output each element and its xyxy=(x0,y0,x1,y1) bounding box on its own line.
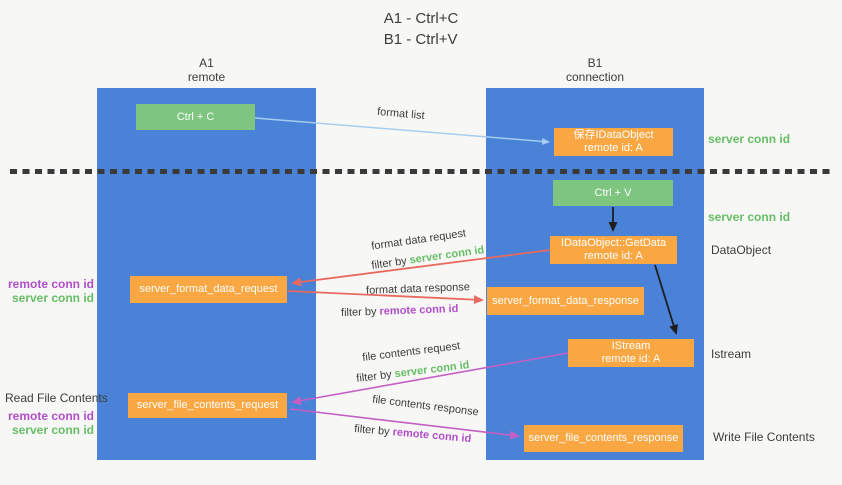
remote-conn-id-text: remote conn id xyxy=(392,426,472,446)
server-format-data-response-box: server_format_data_response xyxy=(487,287,644,315)
column-a1-role: remote xyxy=(187,70,226,84)
write-file-contents-label: Write File Contents xyxy=(713,430,815,444)
server-conn-id-text: server conn id xyxy=(408,244,486,267)
filter-by-remote-conn-id-label-1: filter by remote conn id xyxy=(341,303,459,319)
save-idataobject-line1: 保存IDataObject xyxy=(573,129,654,141)
ctrl-c-label: Ctrl + C xyxy=(176,110,215,123)
column-b1-name: B1 xyxy=(587,56,603,70)
save-idataobject-line2: remote id: A xyxy=(584,142,643,154)
getdata-line1: IDataObject::GetData xyxy=(560,237,667,249)
format-conn-id-pair: remote conn id server conn id xyxy=(0,277,94,305)
ctrl-v-label: Ctrl + V xyxy=(594,186,632,199)
server-file-contents-response-label: server_file_contents_response xyxy=(528,432,679,444)
format-data-response-label: format data response xyxy=(365,281,471,297)
server-file-contents-request-box: server_file_contents_request xyxy=(128,393,287,418)
file-conn-id-pair: remote conn id server conn id xyxy=(0,409,94,437)
filter-by-server-conn-id-label-2: filter by server conn id xyxy=(356,359,470,385)
phase-divider-dotted-line xyxy=(10,169,832,174)
filter-by-text: filter by xyxy=(353,422,391,438)
filter-by-text: filter by xyxy=(370,255,408,272)
filter-by-text: filter by xyxy=(340,305,377,320)
istream-box: IStream remote id: A xyxy=(568,339,694,367)
server-conn-id-label: server conn id xyxy=(11,291,94,305)
save-idataobject-box: 保存IDataObject remote id: A xyxy=(554,128,673,156)
server-file-contents-request-label: server_file_contents_request xyxy=(136,399,279,411)
read-file-contents-label: Read File Contents xyxy=(5,391,108,405)
server-format-data-request-box: server_format_data_request xyxy=(130,276,287,303)
title-line-1: A1 - Ctrl+C xyxy=(383,10,459,27)
getdata-line2: remote id: A xyxy=(584,250,643,262)
server-format-data-request-label: server_format_data_request xyxy=(139,283,278,295)
ctrl-c-box: Ctrl + C xyxy=(136,104,255,130)
remote-conn-id-label: remote conn id xyxy=(7,409,94,423)
server-file-contents-response-box: server_file_contents_response xyxy=(524,425,683,452)
column-a1-name: A1 xyxy=(199,56,214,70)
dataobject-side-label: DataObject xyxy=(711,243,772,257)
title-line-2: B1 - Ctrl+V xyxy=(383,31,458,48)
server-format-data-response-label: server_format_data_response xyxy=(492,294,639,307)
istream-line2: remote id: A xyxy=(601,353,661,365)
column-header-a1: A1 remote xyxy=(97,56,316,84)
idataobject-getdata-box: IDataObject::GetData remote id: A xyxy=(550,236,677,264)
server-conn-id-text: server conn id xyxy=(393,359,471,381)
file-contents-request-label: file contents request xyxy=(361,340,461,364)
server-conn-id-side-label-mid: server conn id xyxy=(708,210,791,224)
filter-by-remote-conn-id-label-2: filter by remote conn id xyxy=(354,423,472,445)
remote-conn-id-text: remote conn id xyxy=(379,302,459,318)
ctrl-v-box: Ctrl + V xyxy=(553,180,673,206)
format-list-label: format list xyxy=(376,105,426,123)
column-header-b1: B1 connection xyxy=(486,56,704,84)
filter-by-text: filter by xyxy=(355,368,393,385)
file-contents-response-label: file contents response xyxy=(371,393,480,419)
diagram-title: A1 - Ctrl+C B1 - Ctrl+V xyxy=(0,8,842,50)
istream-line1: IStream xyxy=(611,340,651,352)
server-conn-id-side-label-top: server conn id xyxy=(708,132,791,146)
istream-side-label: Istream xyxy=(711,347,752,361)
remote-conn-id-label: remote conn id xyxy=(7,277,94,291)
server-conn-id-label: server conn id xyxy=(11,423,94,437)
column-b1-role: connection xyxy=(565,70,625,84)
